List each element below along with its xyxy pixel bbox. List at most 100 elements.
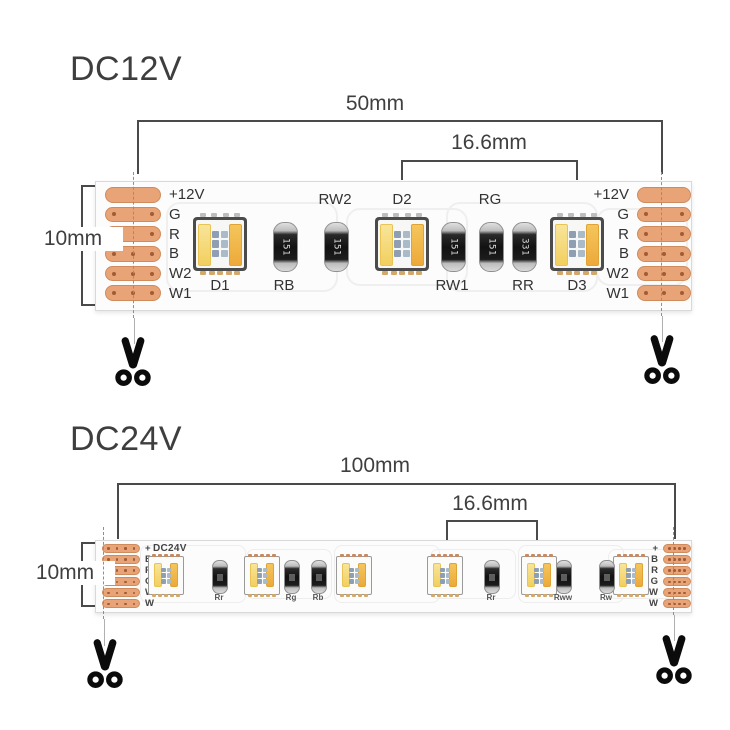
pad-row: R xyxy=(570,226,691,243)
resistor-code-mark xyxy=(217,573,223,581)
resistor-code: 151 xyxy=(331,238,342,256)
pad-label: R xyxy=(169,225,180,243)
resistor-label-rw1: RW1 xyxy=(435,277,469,294)
pad-via-dot xyxy=(662,271,666,276)
pad-via-dot xyxy=(673,580,676,584)
pad-row: W xyxy=(616,598,691,610)
pad-row: B xyxy=(616,554,691,565)
led-pins xyxy=(340,554,368,557)
pad-via-dot xyxy=(150,212,154,217)
pad-via-dot xyxy=(644,271,648,276)
led-die-array xyxy=(440,567,450,584)
resistor-code-mark xyxy=(561,573,567,581)
pad-via-dot xyxy=(124,591,127,595)
cut-line xyxy=(673,527,674,615)
board-voltage-label: DC24V xyxy=(153,543,187,554)
pad-via-dot xyxy=(680,291,684,296)
resistor-rg xyxy=(284,560,300,594)
led-die-array xyxy=(257,567,267,584)
led-pins xyxy=(382,271,422,275)
pad-label: WW xyxy=(640,587,658,599)
led-die-array xyxy=(212,231,228,257)
dim-tick xyxy=(446,520,448,541)
dim-tick xyxy=(661,120,663,174)
led-pins xyxy=(431,554,459,557)
scissors-icon xyxy=(115,337,151,386)
dc24v-total-dim-line xyxy=(117,483,676,485)
led-chip xyxy=(336,554,372,597)
pad-via-dot xyxy=(150,271,154,276)
resistor-rw xyxy=(599,560,615,594)
pad-via-dot xyxy=(678,558,681,561)
cut-line xyxy=(103,527,104,619)
led-pins xyxy=(152,554,180,557)
resistor-code-mark xyxy=(604,573,610,581)
resistor-label-rg: RG xyxy=(478,191,502,208)
pad-via-dot xyxy=(124,580,127,584)
pad-via-dot xyxy=(680,271,684,276)
pad-via-dot xyxy=(668,558,671,561)
dc12v-width-label: 10mm xyxy=(23,227,123,251)
led-pins xyxy=(340,594,368,597)
pad-via-dot xyxy=(678,580,681,584)
led-pins xyxy=(248,554,276,557)
dc24v-total-length-label: 100mm xyxy=(339,454,411,477)
pad-via-dot xyxy=(132,591,135,595)
pad-row: B xyxy=(570,245,691,262)
dc12v-title: DC12V xyxy=(70,50,183,88)
pad-via-dot xyxy=(668,547,671,550)
resistor-rr: 331 xyxy=(512,222,537,272)
pad-via-dot xyxy=(673,602,676,606)
led-phosphor-bar xyxy=(266,563,274,587)
dc12v-pitch-label: 16.6mm xyxy=(451,131,527,154)
resistor-rww xyxy=(556,560,572,594)
pad-row: + xyxy=(102,543,177,554)
pad-row: W2 xyxy=(570,265,691,282)
pad-via-dot xyxy=(644,251,648,256)
pad-via-dot xyxy=(112,291,116,296)
resistor-label: Rb xyxy=(312,593,324,602)
pad-via-dot xyxy=(673,569,676,572)
pad-via-dot xyxy=(680,232,684,237)
resistor-rr xyxy=(212,560,228,594)
led-die-array xyxy=(534,567,544,584)
solder-pad xyxy=(663,566,691,576)
led-chip xyxy=(613,554,649,597)
scissors-icon xyxy=(87,639,123,688)
pad-via-dot xyxy=(132,558,135,561)
pad-row: G xyxy=(570,206,691,223)
pad-label: +12V xyxy=(593,186,629,204)
resistor-code-mark xyxy=(316,573,322,581)
pad-row: W1 xyxy=(570,285,691,302)
resistor-rr xyxy=(484,560,500,594)
led-label-d3: D3 xyxy=(567,277,587,294)
resistor-label: Rww xyxy=(553,593,573,602)
scissors-icon xyxy=(656,635,692,684)
solder-pad xyxy=(637,226,691,242)
led-die-array xyxy=(161,567,171,584)
pad-via-dot xyxy=(683,580,686,584)
led-phosphor-bar xyxy=(411,224,424,266)
resistor-label-rb: RB xyxy=(273,277,295,294)
resistor-label: Rw xyxy=(600,593,612,602)
cut-line xyxy=(133,172,134,318)
led-phosphor-bar xyxy=(555,224,568,266)
solder-pad xyxy=(663,544,691,553)
led-pins xyxy=(152,594,180,597)
pad-label: W xyxy=(649,598,658,610)
pad-label: +12V xyxy=(169,186,205,204)
led-phosphor-bar xyxy=(586,224,599,266)
solder-pad xyxy=(102,555,140,565)
pad-via-dot xyxy=(680,212,684,217)
led-pins xyxy=(557,213,597,217)
led-pins xyxy=(525,594,553,597)
resistor-rg: 151 xyxy=(479,222,504,272)
pad-via-dot xyxy=(112,251,116,256)
led-pins xyxy=(617,594,645,597)
pad-via-dot xyxy=(107,602,110,606)
solder-pad xyxy=(102,588,140,598)
solder-pad xyxy=(637,246,691,262)
pad-via-dot xyxy=(683,591,686,595)
pad-via-dot xyxy=(107,547,110,550)
solder-pad xyxy=(102,599,140,609)
